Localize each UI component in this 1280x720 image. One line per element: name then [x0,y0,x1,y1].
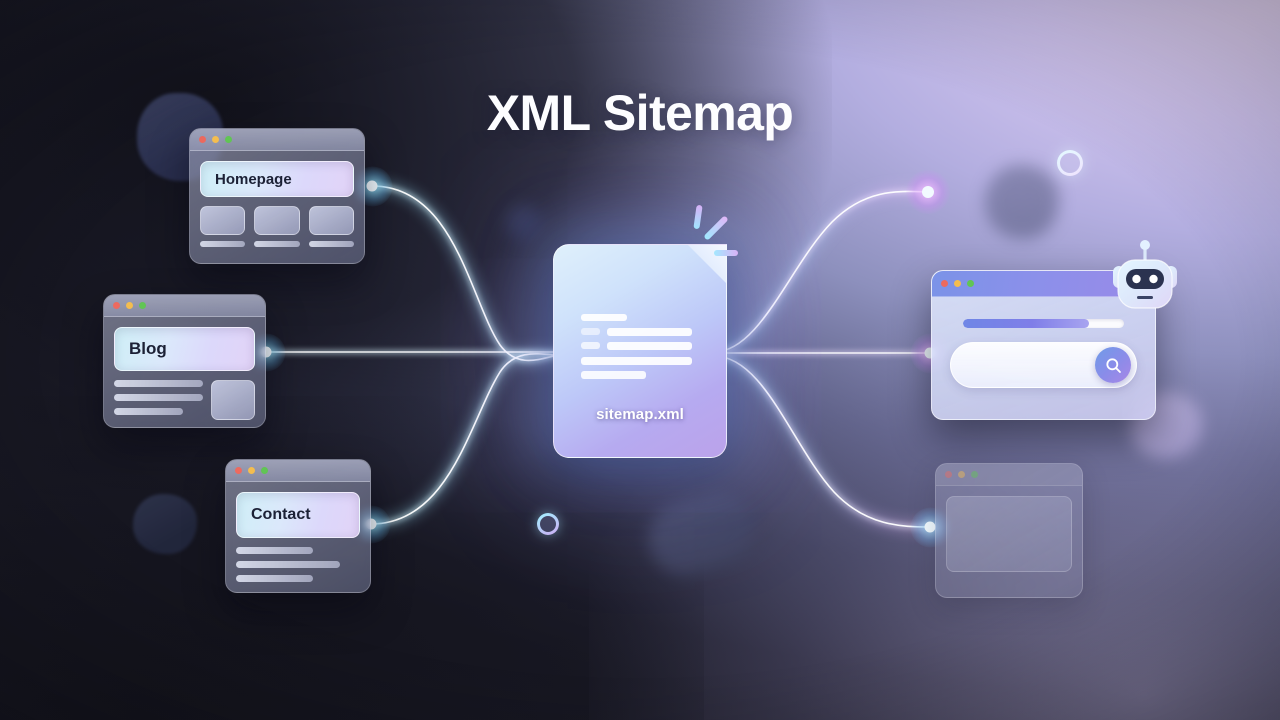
window-body: Contact [226,482,370,592]
search-input[interactable] [950,342,1137,388]
minimize-dot-icon[interactable] [958,471,965,478]
window-titlebar [104,295,265,317]
robot-glyph [1113,240,1177,309]
document-line [581,371,646,379]
window-body [936,486,1082,597]
page-card-contact[interactable]: Contact [225,459,371,593]
window-titlebar [190,129,364,151]
document-line [581,342,600,349]
page-card-blog[interactable]: Blog [103,294,266,428]
search-icon[interactable] [1095,347,1131,383]
page-card-label-blog: Blog [114,327,255,371]
blob-shape-icon [985,165,1059,239]
ghost-content-panel [946,496,1072,572]
window-body: Blog [104,317,265,427]
page-title: XML Sitemap [0,84,1280,142]
content-tile [200,206,246,235]
maximize-dot-icon[interactable] [971,471,978,478]
document-line [607,342,692,350]
content-line [236,561,341,568]
close-dot-icon[interactable] [941,280,948,287]
document-line [581,328,600,335]
content-line [236,547,313,554]
document-line [581,314,627,321]
minimize-dot-icon[interactable] [248,467,255,474]
window-titlebar [936,464,1082,486]
sparkle-icon [714,250,738,256]
glow-ring-icon [537,513,559,535]
window-body [932,297,1155,419]
magnifier-glyph [1105,357,1121,373]
content-line [236,575,313,582]
minimize-dot-icon[interactable] [212,136,219,143]
content-line [254,241,300,247]
page-card-homepage[interactable]: Homepage [189,128,365,264]
progress-bar [963,319,1124,328]
minimize-dot-icon[interactable] [126,302,133,309]
content-tile [308,206,354,235]
maximize-dot-icon[interactable] [139,302,146,309]
maximize-dot-icon[interactable] [261,467,268,474]
minimize-dot-icon[interactable] [954,280,961,287]
robot-icon[interactable] [1107,238,1183,318]
document-line [607,328,692,336]
close-dot-icon[interactable] [945,471,952,478]
content-tile [254,206,300,235]
progress-bar-fill [963,319,1089,328]
close-dot-icon[interactable] [199,136,206,143]
glow-ring-icon [1057,150,1083,176]
blob-shape-icon [506,205,542,241]
page-card-label-homepage: Homepage [200,161,354,197]
ghost-browser-window[interactable] [935,463,1083,598]
close-dot-icon[interactable] [113,302,120,309]
maximize-dot-icon[interactable] [225,136,232,143]
maximize-dot-icon[interactable] [967,280,974,287]
content-line [114,394,203,401]
page-card-label-contact: Contact [236,492,360,538]
window-body: Homepage [190,151,364,263]
window-titlebar [226,460,370,482]
content-line [308,241,354,247]
document-line [581,357,692,365]
document-filename: sitemap.xml [554,406,726,423]
blob-shape-icon [133,494,197,554]
content-line [200,241,246,247]
close-dot-icon[interactable] [235,467,242,474]
content-tile [211,380,255,420]
glow-node-icon [906,170,950,214]
content-line [114,408,184,415]
content-line [114,380,203,387]
